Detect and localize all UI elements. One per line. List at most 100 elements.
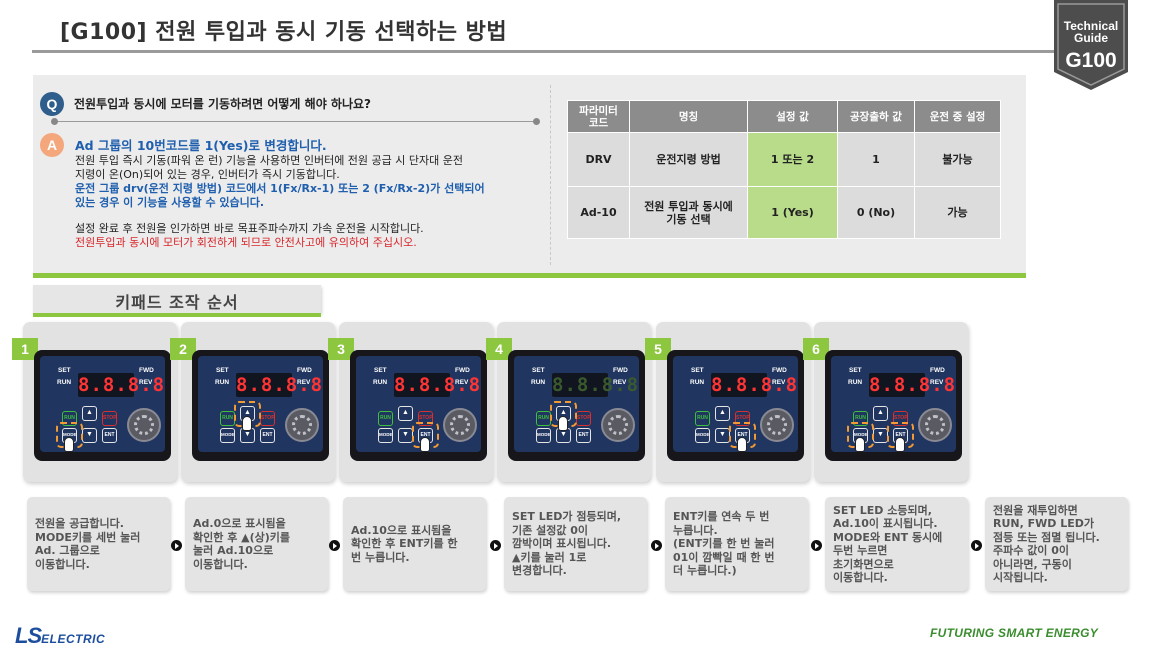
step-number: 6 xyxy=(803,338,829,360)
cell-value: 1 또는 2 xyxy=(747,132,838,187)
step-card-4: 4 SET RUN FWD REV 8.8.8.8 RUN ▲ STOP MOD… xyxy=(486,322,651,482)
arrow-right-icon xyxy=(651,540,662,551)
run-key: RUN xyxy=(220,411,235,426)
fwd-label: FWD xyxy=(930,367,945,374)
col-header-value: 설정 값 xyxy=(747,100,838,133)
run-label: RUN xyxy=(373,379,388,386)
rev-label: REV xyxy=(139,379,153,386)
rev-label: REV xyxy=(297,379,311,386)
up-key: ▲ xyxy=(398,406,413,421)
qa-panel-accent-bar xyxy=(33,273,1026,278)
step-card-2: 2 SET RUN FWD REV 8.8.8.8 RUN ▲ STOP MOD… xyxy=(170,322,335,482)
run-label: RUN xyxy=(57,379,72,386)
answer-title: Ad 그룹의 10번코드를 1(Yes)로 변경합니다. xyxy=(75,138,327,153)
step-description-3: Ad.10으로 표시됨을 확인한 후 ENT키를 한 번 누릅니다. xyxy=(343,497,486,591)
step-description-6: SET LED 소등되며, Ad.10이 표시됩니다. MODE와 ENT 동시… xyxy=(825,497,968,591)
table-row: Ad-10 전원 투입과 동시에 기동 선택 1 (Yes) 0 (No) 가능 xyxy=(567,186,1001,239)
col-header-default: 공장출하 값 xyxy=(837,100,915,133)
cell-runtime: 가능 xyxy=(914,186,1001,239)
step-number: 2 xyxy=(170,338,196,360)
logo-ls-text: LS xyxy=(15,623,42,647)
cell-value: 1 (Yes) xyxy=(747,186,838,239)
cell-default: 0 (No) xyxy=(837,186,915,239)
frequency-dial xyxy=(127,408,161,442)
question-underline xyxy=(54,121,536,122)
question-mark-icon: Q xyxy=(40,92,64,116)
answer-line-3: 설정 완료 후 전원을 인가하면 바로 목표주파수까지 가속 운전을 시작합니다… xyxy=(75,222,424,235)
keypad-section-header: 키패드 조작 순서 xyxy=(33,285,321,313)
keypad-image: SET RUN FWD REV 8.8.8.8 RUN ▲ STOP MODE … xyxy=(508,350,645,461)
run-key: RUN xyxy=(536,411,551,426)
footer-slogan: FUTURING SMART ENERGY xyxy=(930,626,1099,640)
fwd-label: FWD xyxy=(455,367,470,374)
up-key: ▲ xyxy=(873,406,888,421)
run-key: RUN xyxy=(853,411,868,426)
stop-key: STOP xyxy=(102,411,117,426)
seven-segment-display: 8.8.8.8 xyxy=(78,373,166,397)
rev-label: REV xyxy=(772,379,786,386)
set-label: SET xyxy=(849,367,862,374)
stop-key: STOP xyxy=(260,411,275,426)
answer-mark-icon: A xyxy=(40,133,64,157)
cell-code: DRV xyxy=(567,132,630,187)
frequency-dial xyxy=(601,408,635,442)
fwd-label: FWD xyxy=(613,367,628,374)
question-text: 전원투입과 동시에 모터를 기동하려면 어떻게 해야 하나요? xyxy=(74,97,371,111)
enter-key: ENT xyxy=(102,428,117,443)
step-card-3: 3 SET RUN FWD REV 8.8.8.8 RUN ▲ STOP MOD… xyxy=(328,322,493,482)
step-number: 1 xyxy=(12,338,38,360)
frequency-dial xyxy=(918,408,952,442)
step-description-text: SET LED가 점등되며, 기존 설정값 0이 깜박이며 표시됩니다. ▲키를… xyxy=(512,510,622,578)
step-card-1: 1 SET RUN FWD REV 8.8.8.8 RUN ▲ STOP MOD… xyxy=(12,322,177,482)
down-key: ▼ xyxy=(715,428,730,443)
run-key: RUN xyxy=(378,411,393,426)
seven-segment-display: 8.8.8.8 xyxy=(869,373,957,397)
set-label: SET xyxy=(58,367,71,374)
rev-label: REV xyxy=(455,379,469,386)
seven-segment-display: 8.8.8.8 xyxy=(711,373,799,397)
frequency-dial xyxy=(443,408,477,442)
run-label: RUN xyxy=(690,379,705,386)
down-key: ▼ xyxy=(82,428,97,443)
run-key: RUN xyxy=(695,411,710,426)
arrow-right-icon xyxy=(171,540,182,551)
arrow-right-icon xyxy=(329,540,340,551)
step-description-2: Ad.0으로 표시됨을 확인한 후 ▲(상)키를 눌러 Ad.10으로 이동합니… xyxy=(185,497,328,591)
table-row: DRV 운전지령 방법 1 또는 2 1 불가능 xyxy=(567,132,1001,187)
hand-icon xyxy=(855,437,865,452)
answer-warning: 전원투입과 동시에 모터가 회전하게 되므로 안전사고에 유의하여 주십시오. xyxy=(75,236,417,249)
col-header-code: 파라미터 코드 xyxy=(567,100,630,133)
answer-note-1: 운전 그룹 drv(운전 지령 방법) 코드에서 1(Fx/Rx-1) 또는 2… xyxy=(75,182,485,195)
step-number: 5 xyxy=(645,338,671,360)
step-card-6: 6 SET RUN FWD REV 8.8.8.8 RUN ▲ STOP MOD… xyxy=(803,322,968,482)
answer-line-1: 전원 투입 즉시 기동(파워 온 런) 기능을 사용하면 인버터에 전원 공급 … xyxy=(75,154,463,167)
ls-electric-logo: LSELECTRIC xyxy=(15,623,105,647)
frequency-dial xyxy=(760,408,794,442)
keypad-image: SET RUN FWD REV 8.8.8.8 RUN ▲ STOP MODE … xyxy=(825,350,962,461)
rev-label: REV xyxy=(613,379,627,386)
step-description-4: SET LED가 점등되며, 기존 설정값 0이 깜박이며 표시됩니다. ▲키를… xyxy=(504,497,647,591)
title-divider xyxy=(32,50,1062,53)
step-description-final: 전원을 재투입하면 RUN, FWD LED가 점등 또는 점멸 됩니다. 주파… xyxy=(985,497,1128,591)
up-key: ▲ xyxy=(82,406,97,421)
stop-key: STOP xyxy=(735,411,750,426)
keypad-image: SET RUN FWD REV 8.8.8.8 RUN ▲ STOP MODE … xyxy=(350,350,487,461)
table-header-row: 파라미터 코드 명칭 설정 값 공장출하 값 운전 중 설정 xyxy=(567,100,1001,133)
step-description-text: 전원을 공급합니다. MODE키를 세번 눌러 Ad. 그룹으로 이동합니다. xyxy=(35,517,141,571)
enter-key: ENT xyxy=(576,428,591,443)
hand-icon xyxy=(558,416,568,431)
cell-name: 전원 투입과 동시에 기동 선택 xyxy=(629,186,748,239)
stop-key: STOP xyxy=(893,411,908,426)
cell-code: Ad-10 xyxy=(567,186,630,239)
up-key: ▲ xyxy=(715,406,730,421)
qa-divider xyxy=(550,85,551,265)
enter-key: ENT xyxy=(260,428,275,443)
mode-key: MODE xyxy=(695,428,710,443)
badge-code: G100 xyxy=(1065,49,1117,72)
page-title: [G100] 전원 투입과 동시 기동 선택하는 방법 xyxy=(60,20,508,45)
set-label: SET xyxy=(374,367,387,374)
step-number: 3 xyxy=(328,338,354,360)
answer-line-2: 지령이 온(On)되어 있는 경우, 인버터가 즉시 기동합니다. xyxy=(75,168,340,181)
logo-electric-text: ELECTRIC xyxy=(41,632,106,646)
frequency-dial xyxy=(285,408,319,442)
